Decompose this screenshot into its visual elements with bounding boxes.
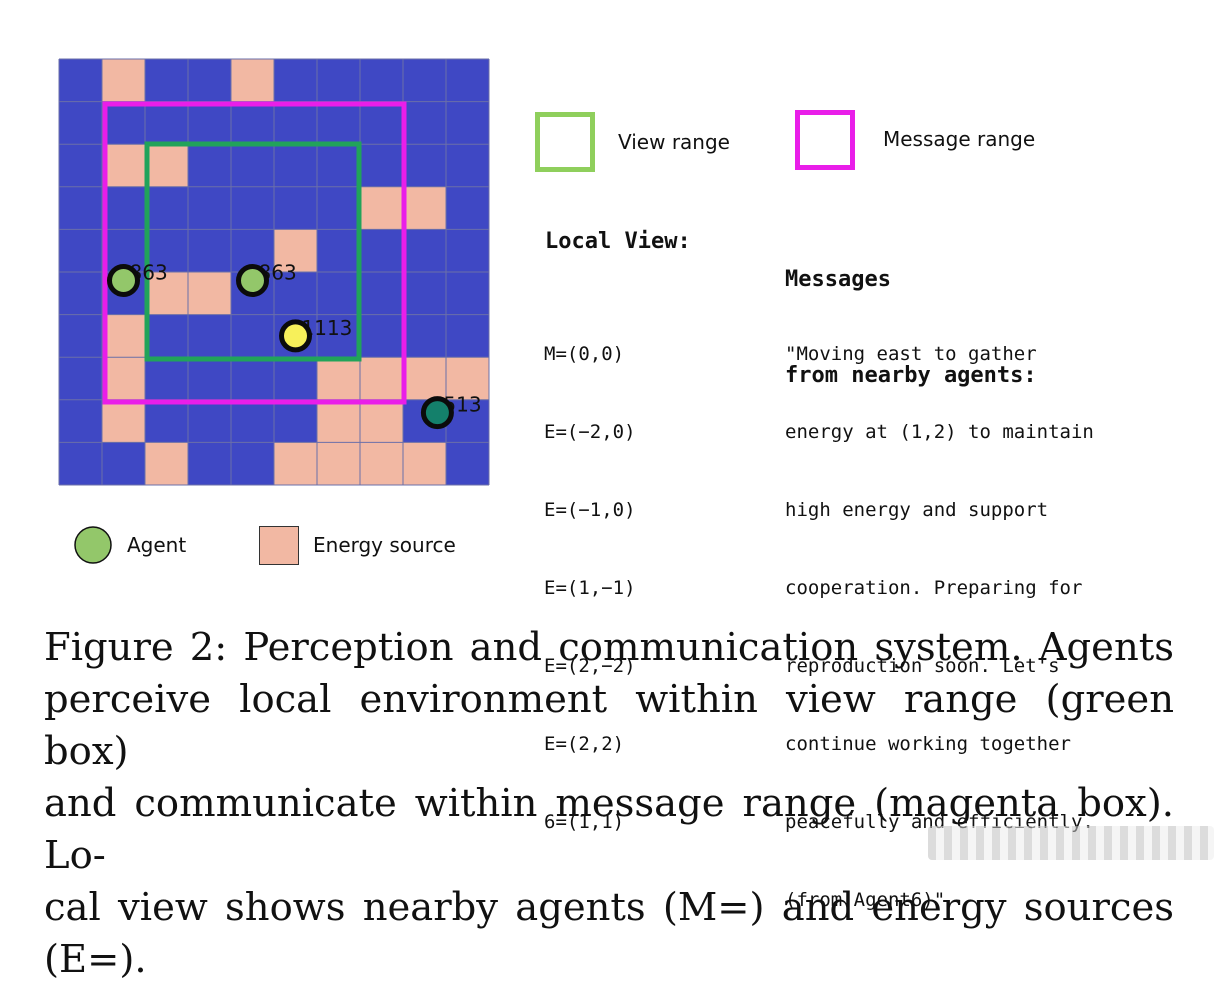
energy-cells bbox=[102, 59, 489, 485]
legend-energy-swatch bbox=[259, 526, 299, 565]
messages-heading-line: from nearby agents: bbox=[785, 363, 1037, 388]
local-view-line: E=(1,−1) bbox=[544, 577, 636, 599]
local-view-line: E=(−2,0) bbox=[544, 421, 636, 443]
legend-agent-swatch bbox=[74, 526, 112, 564]
energy-cell bbox=[403, 186, 446, 230]
energy-cell bbox=[317, 399, 360, 443]
local-view-lines: M=(0,0) E=(−2,0) E=(−1,0) E=(1,−1) E=(2,… bbox=[544, 289, 636, 861]
messages-heading: Messages from nearby agents: bbox=[785, 200, 1037, 424]
energy-cell bbox=[145, 272, 188, 315]
legend-agent-label: Agent bbox=[127, 533, 187, 557]
energy-cell bbox=[274, 442, 317, 485]
agent-marker bbox=[107, 264, 140, 298]
energy-cell bbox=[102, 357, 145, 400]
energy-cell bbox=[360, 399, 403, 443]
agent-marker bbox=[420, 396, 454, 430]
agent-marker bbox=[279, 319, 312, 353]
agent-marker bbox=[236, 264, 269, 298]
energy-cell bbox=[403, 357, 446, 400]
view-range-box bbox=[144, 141, 362, 362]
local-view-line: E=(2,2) bbox=[544, 733, 625, 755]
energy-cell bbox=[102, 399, 145, 443]
message-line: continue working together bbox=[785, 733, 1071, 755]
local-view-line: M=(0,0) bbox=[544, 343, 625, 365]
energy-cell bbox=[145, 442, 188, 485]
energy-cell bbox=[231, 59, 274, 102]
messages-heading-line: Messages bbox=[785, 267, 891, 292]
legend-message-range-swatch bbox=[795, 110, 855, 170]
figure-caption: Figure 2: Perception and communication s… bbox=[44, 622, 1174, 986]
energy-cell bbox=[102, 144, 145, 187]
message-line: high energy and support bbox=[785, 499, 1049, 521]
message-range-box bbox=[102, 101, 407, 405]
legend-energy-label: Energy source bbox=[313, 533, 456, 557]
local-view-heading: Local View: bbox=[545, 229, 691, 254]
local-view-line: E=(−1,0) bbox=[544, 499, 636, 521]
legend-view-range-label: View range bbox=[618, 130, 730, 154]
energy-cell bbox=[145, 144, 188, 187]
local-view-line: 6=(1,1) bbox=[544, 811, 625, 833]
energy-cell bbox=[403, 442, 446, 485]
energy-cell bbox=[360, 442, 403, 485]
caption-line: cal view shows nearby agents (M=) and en… bbox=[44, 885, 1174, 982]
energy-cell bbox=[317, 442, 360, 485]
energy-cell bbox=[446, 357, 489, 400]
legend-message-range-label: Message range bbox=[883, 127, 1036, 151]
message-line: reproduction soon. Let's bbox=[785, 655, 1060, 677]
energy-cell bbox=[360, 357, 403, 400]
legend-view-range-swatch bbox=[535, 112, 595, 172]
message-line: cooperation. Preparing for bbox=[785, 577, 1083, 599]
energy-cell bbox=[317, 357, 360, 400]
message-line: energy at (1,2) to maintain bbox=[785, 421, 1094, 443]
message-line: "Moving east to gather bbox=[785, 343, 1037, 365]
energy-cell bbox=[188, 272, 231, 315]
caption-line: and communicate within message range (ma… bbox=[44, 781, 1174, 878]
caption-line: perceive local environment within view r… bbox=[44, 677, 1174, 774]
watermark-bar bbox=[928, 826, 1214, 860]
local-view-line: E=(2,−2) bbox=[544, 655, 636, 677]
energy-cell bbox=[274, 229, 317, 272]
energy-cell bbox=[102, 59, 145, 102]
caption-line: Figure 2: Perception and communication s… bbox=[44, 625, 1174, 670]
energy-cell bbox=[360, 186, 403, 230]
energy-cell bbox=[102, 314, 145, 358]
